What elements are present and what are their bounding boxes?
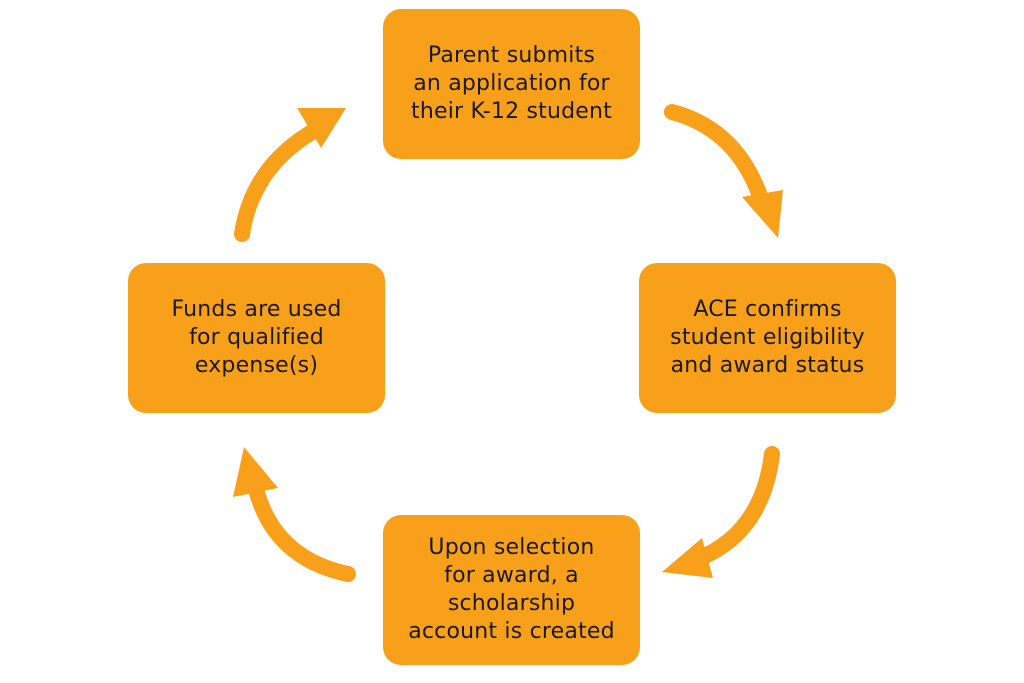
step-line: Upon selection bbox=[428, 535, 595, 560]
step-line: scholarship bbox=[447, 591, 576, 616]
step-line: Parent submits bbox=[427, 43, 596, 68]
step-text: ACE confirms student eligibility and awa… bbox=[670, 296, 865, 380]
step-box-account-created: Upon selection for award, a scholarship … bbox=[383, 515, 640, 665]
step-line: account is created bbox=[408, 619, 615, 644]
step-line: Funds are used bbox=[171, 297, 342, 322]
step-line: for award, a bbox=[444, 563, 579, 588]
step-line: and award status bbox=[670, 353, 865, 378]
step-text: Upon selection for award, a scholarship … bbox=[408, 534, 615, 646]
arrow-left-to-top bbox=[234, 108, 346, 242]
arrow-bottom-to-left bbox=[233, 447, 356, 582]
step-line: student eligibility bbox=[670, 325, 865, 350]
step-line: expense(s) bbox=[194, 353, 319, 378]
step-line: an application for bbox=[413, 71, 610, 96]
arrow-right-to-bottom bbox=[662, 446, 780, 578]
step-text: Parent submits an application for their … bbox=[411, 42, 612, 126]
step-line: their K-12 student bbox=[411, 99, 612, 124]
step-line: for qualified bbox=[189, 325, 324, 350]
step-box-submit-application: Parent submits an application for their … bbox=[383, 9, 640, 159]
step-box-funds-used: Funds are used for qualified expense(s) bbox=[128, 263, 385, 413]
step-line: ACE confirms bbox=[693, 297, 842, 322]
step-text: Funds are used for qualified expense(s) bbox=[171, 296, 341, 380]
step-box-confirm-eligibility: ACE confirms student eligibility and awa… bbox=[639, 263, 896, 413]
arrow-top-to-right bbox=[664, 104, 783, 238]
